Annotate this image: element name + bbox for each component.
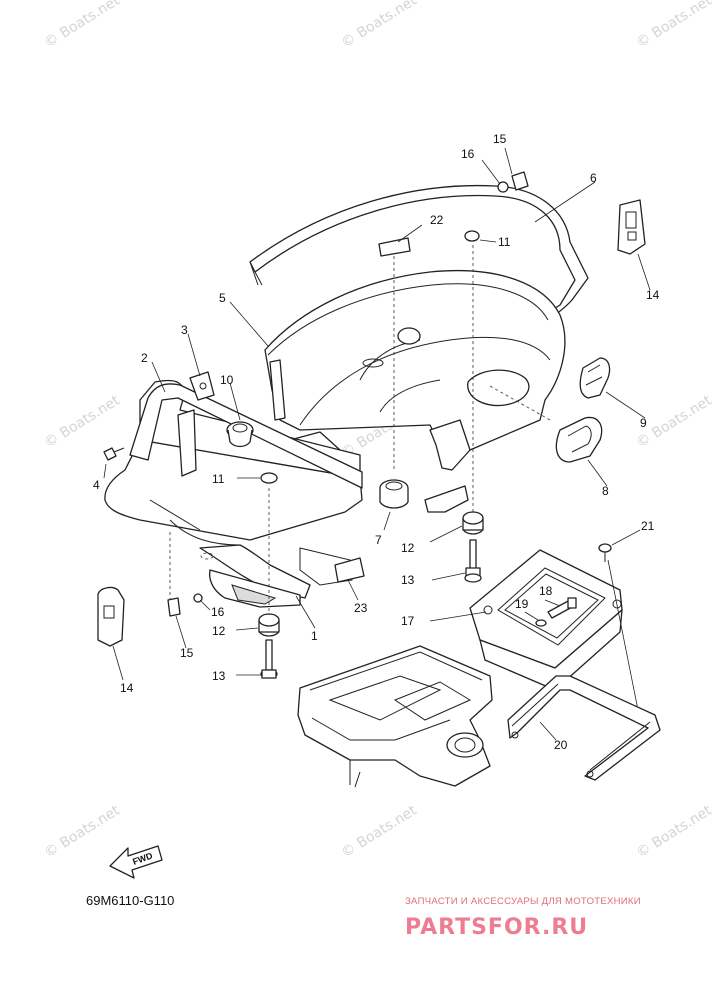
callout-17: 17 [401,614,415,628]
engine-base [297,645,493,788]
mount-part-12-rear [462,511,484,535]
latch-part-14-front [97,586,125,647]
washer-part-19 [535,619,547,627]
label-part-22 [378,237,411,257]
seal-strip-part-2 [129,383,363,489]
callout-6: 6 [590,171,597,185]
callout-11-rear: 11 [498,235,511,249]
callout-14-front: 14 [120,681,134,695]
callout-11-front: 11 [212,472,225,486]
screw-part-16-rear [497,181,509,193]
latch-part-14-rear [617,199,646,255]
diagram-code: 69M6110-G110 [86,893,174,908]
mount-part-12-front [258,613,280,637]
callout-13-front: 13 [212,669,226,683]
watermark: © Boats.net [634,802,714,861]
bolt-part-18 [547,597,577,619]
leader-lines [103,147,651,741]
callout-5: 5 [219,291,226,305]
clip-part-15-front [167,597,181,617]
callout-14-rear: 14 [646,288,660,302]
plug-part-11 [260,472,278,484]
grommet-part-9 [579,357,611,399]
watermark: © Boats.net [339,0,420,51]
watermark: © Boats.net [42,392,123,451]
label-part-23 [334,557,365,583]
grommet-part-10 [226,421,254,448]
bolt-part-13-rear [464,539,482,583]
grommet-part-8 [555,416,603,463]
tray-part-17 [469,549,623,691]
callout-20: 20 [554,738,568,752]
callout-2: 2 [141,351,148,365]
clip-part-15-rear [511,171,529,191]
callout-12-rear: 12 [401,541,415,555]
callout-15-front: 15 [180,646,194,660]
grommet-part-7 [379,479,409,509]
strap-part-20 [507,675,661,781]
callout-23: 23 [354,601,368,615]
brand-logo: PARTSFOR.RU [405,915,588,940]
callout-19: 19 [515,597,529,611]
bracket-part-3 [189,371,215,401]
callout-16-rear: 16 [461,147,475,161]
callout-4: 4 [93,478,100,492]
watermark: © Boats.net [42,0,123,51]
callout-1: 1 [311,629,318,643]
screw-part-21 [598,543,612,562]
bolt-part-13-front [260,639,278,679]
callout-12-front: 12 [212,624,226,638]
callout-8: 8 [602,484,609,498]
side-plate [177,409,197,477]
watermark: © Boats.net [339,802,420,861]
callout-3: 3 [181,323,188,337]
callout-15-rear: 15 [493,132,507,146]
watermark: © Boats.net [634,0,714,51]
callout-13-rear: 13 [401,573,415,587]
callout-9: 9 [640,416,647,430]
callout-21: 21 [641,519,655,533]
callout-10: 10 [220,373,234,387]
callout-7: 7 [375,533,382,547]
fwd-arrow-icon: FWD [109,845,163,879]
watermark: © Boats.net [42,802,123,861]
plug-part-11-rear [464,230,480,242]
brand-tagline: ЗАПЧАСТИ И АКСЕССУАРЫ ДЛЯ МОТОТЕХНИКИ [405,896,641,907]
callout-18: 18 [539,584,553,598]
callouts: 1 2 3 4 5 6 7 8 9 10 11 11 12 12 13 13 1… [93,132,660,752]
callout-16-front: 16 [211,605,225,619]
screw-part-4 [103,447,125,461]
callout-22: 22 [430,213,444,227]
